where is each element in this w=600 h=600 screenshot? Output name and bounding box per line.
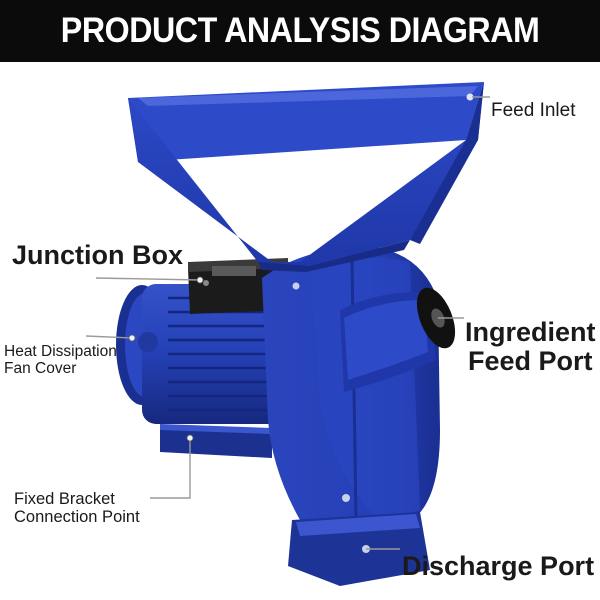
label-heat-dissipation-line-2: Fan Cover bbox=[4, 359, 77, 377]
callout-lines bbox=[85, 96, 490, 550]
label-ingredient-feed-port: Ingredient Feed Port bbox=[465, 317, 596, 377]
label-heat-dissipation-fan-cover: Heat Dissipation Fan Cover bbox=[4, 343, 117, 377]
ingredient-feed-chute bbox=[340, 287, 456, 392]
header-banner: PRODUCT ANALYSIS DIAGRAM bbox=[0, 0, 600, 62]
label-fixed-bracket-connection-point: Fixed Bracket Connection Point bbox=[14, 490, 140, 527]
label-heat-dissipation-line-1: Heat Dissipation bbox=[4, 343, 117, 360]
label-fixed-bracket-line-2: Connection Point bbox=[14, 507, 140, 526]
label-fixed-bracket-line-1: Fixed Bracket bbox=[14, 490, 115, 508]
label-discharge-port: Discharge Port bbox=[402, 551, 595, 581]
callout-dots bbox=[128, 276, 204, 442]
label-ingredient-line-2: Feed Port bbox=[467, 346, 593, 377]
fixed-bracket-plate bbox=[160, 424, 272, 458]
page-title: PRODUCT ANALYSIS DIAGRAM bbox=[60, 11, 540, 50]
label-junction-box: Junction Box bbox=[12, 240, 184, 270]
motor bbox=[116, 284, 282, 424]
discharge-port-flange bbox=[288, 512, 430, 586]
feed-hopper bbox=[128, 82, 484, 272]
cooling-fins bbox=[168, 296, 270, 412]
label-ingredient-line-1: Ingredient bbox=[465, 317, 596, 347]
label-feed-inlet: Feed Inlet bbox=[491, 100, 576, 121]
